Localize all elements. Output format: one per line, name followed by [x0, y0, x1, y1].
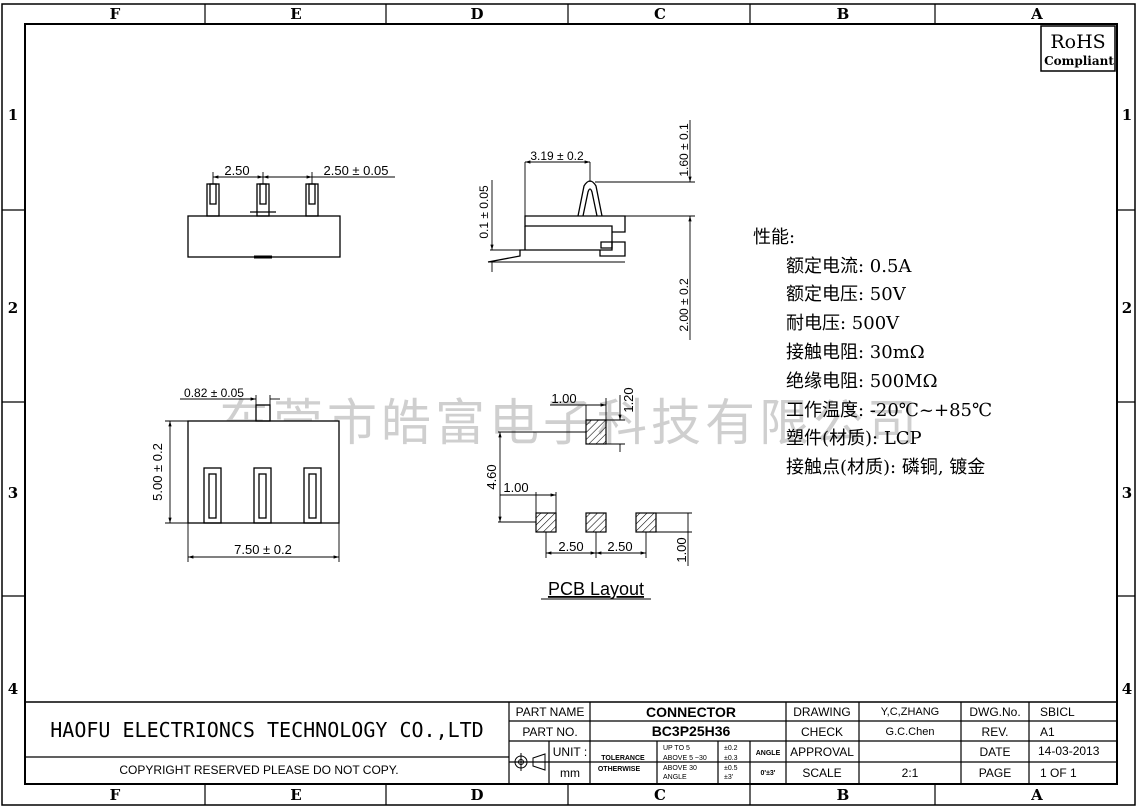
pcb-pad-top [585, 419, 607, 445]
top-length-dimension: 7.50 ± 0.2 [234, 542, 292, 557]
tolerance-value: ±0.5 [724, 765, 738, 772]
pcb-pad-width-top-dimension: 1.00 [551, 391, 576, 406]
spec-item: 绝缘电阻: 500MΩ [786, 371, 938, 392]
col-label-top: D [470, 5, 483, 23]
part-name-value: CONNECTOR [646, 704, 736, 720]
angle-label: ANGLE [756, 750, 781, 757]
spec-item: 额定电流: 0.5A [786, 256, 912, 277]
pcb-pad-height-dimension: 1.00 [674, 537, 689, 562]
pcb-layout [498, 395, 692, 566]
col-label-bottom: A [1030, 786, 1043, 804]
top-view [165, 395, 340, 562]
title-block: HAOFU ELECTRIONCS TECHNOLOGY CO.,LTD COP… [25, 701, 1117, 784]
side-flatness-dimension: 0.1 ± 0.05 [477, 185, 491, 239]
page-value: 1 OF 1 [1040, 766, 1077, 780]
col-label-bottom: C [654, 786, 666, 804]
rohs-compliant-label: Compliant [1044, 54, 1114, 68]
pcb-pad [635, 512, 657, 533]
unit-value: mm [560, 766, 580, 780]
pcb-pitch-1-dimension: 2.50 [558, 539, 583, 554]
rev-value: A1 [1040, 725, 1055, 739]
tolerance-5-to-30: ABOVE 5 ~30 [663, 755, 707, 762]
pcb-pitch-2-dimension: 2.50 [607, 539, 632, 554]
col-label-top: E [290, 5, 301, 23]
projection-symbol [512, 753, 546, 771]
dwg-no-label: DWG.No. [969, 705, 1020, 719]
pcb-span-dimension: 4.60 [484, 464, 499, 489]
company-name: HAOFU ELECTRIONCS TECHNOLOGY CO.,LTD [50, 718, 483, 742]
front-view [187, 172, 395, 259]
tolerance-label: TOLERANCE [601, 755, 645, 762]
row-label-right: 1 [1122, 106, 1132, 124]
drawing-value: Y,C,ZHANG [881, 706, 939, 718]
side-height-top-dimension: 1.60 ± 0.1 [677, 123, 691, 177]
side-view [487, 120, 695, 340]
pcb-pad-height-top-dimension: 1.20 [621, 387, 636, 412]
sheet-border [1, 3, 1136, 806]
tolerance-up-to-5: UP TO 5 [663, 745, 690, 752]
col-label-top: F [110, 5, 121, 23]
part-name-label: PART NAME [516, 705, 585, 719]
row-label-right: 3 [1122, 484, 1132, 502]
otherwise-label: OTHERWISE [598, 766, 641, 773]
col-label-bottom: B [837, 786, 850, 804]
rohs-badge: RoHS Compliant [1040, 25, 1116, 72]
col-label-top: C [654, 5, 666, 23]
row-label-left: 3 [8, 484, 18, 502]
spec-item: 接触电阻: 30mΩ [786, 342, 925, 363]
row-label-left: 2 [8, 299, 18, 317]
front-pitch-left-dimension: 2.50 [224, 163, 249, 178]
spec-item: 塑件(材质): LCP [786, 428, 922, 449]
row-label-right: 2 [1122, 299, 1132, 317]
spec-item: 额定电压: 50V [786, 284, 907, 305]
tolerance-value: ±0.3 [724, 755, 738, 762]
unit-label: UNIT : [553, 745, 587, 759]
col-label-top: A [1030, 5, 1043, 23]
row-label-left: 1 [8, 106, 18, 124]
spec-item: 工作温度: -20℃~+85℃ [786, 400, 992, 421]
row-label-left: 4 [8, 680, 18, 698]
part-no-label: PART NO. [522, 725, 577, 739]
scale-label: SCALE [802, 766, 841, 780]
angle-value: 0'±3' [761, 770, 776, 777]
rohs-label: RoHS [1050, 31, 1105, 53]
row-label-right: 4 [1122, 680, 1132, 698]
spec-item: 接触点(材质): 磷铜, 镀金 [786, 457, 985, 478]
pcb-layout-title: PCB Layout [548, 579, 644, 599]
side-offset-dimension: 3.19 ± 0.2 [530, 149, 584, 163]
side-height-bottom-dimension: 2.00 ± 0.2 [677, 278, 691, 332]
check-value: G.C.Chen [886, 726, 935, 738]
tolerance-above-30: ABOVE 30 [663, 765, 697, 772]
dwg-no-value: SBICL [1040, 705, 1075, 719]
tolerance-angle-label: ANGLE [663, 774, 687, 781]
top-width-small-dimension: 0.82 ± 0.05 [184, 386, 244, 400]
specifications: 性能: 额定电流: 0.5A 额定电压: 50V 耐电压: 500V 接触电阻:… [753, 227, 992, 478]
pcb-pad [535, 512, 557, 533]
front-pitch-right-dimension: 2.50 ± 0.05 [324, 163, 389, 178]
border-row-labels: 1 2 3 4 1 2 3 4 [8, 106, 1132, 698]
col-label-bottom: D [470, 786, 483, 804]
spec-item: 耐电压: 500V [786, 313, 900, 334]
border-column-labels: F E D C B A F E D C B A [110, 5, 1044, 804]
pcb-pad-width-dimension: 1.00 [503, 480, 528, 495]
approval-label: APPROVAL [790, 745, 854, 759]
tolerance-value: ±3' [724, 774, 733, 781]
page-label: PAGE [979, 766, 1011, 780]
copyright-notice: COPYRIGHT RESERVED PLEASE DO NOT COPY. [119, 763, 398, 777]
check-label: CHECK [801, 725, 843, 739]
scale-value: 2:1 [902, 766, 919, 780]
col-label-top: B [837, 5, 850, 23]
rev-label: REV. [982, 725, 1009, 739]
date-label: DATE [979, 745, 1010, 759]
tolerance-value: ±0.2 [724, 745, 738, 752]
drawing-label: DRAWING [793, 705, 851, 719]
col-label-bottom: E [290, 786, 301, 804]
date-value: 14-03-2013 [1038, 744, 1100, 758]
col-label-bottom: F [110, 786, 121, 804]
part-no-value: BC3P25H36 [652, 723, 731, 739]
spec-heading: 性能: [753, 227, 795, 248]
pcb-pad [585, 512, 607, 533]
top-depth-dimension: 5.00 ± 0.2 [150, 443, 165, 501]
